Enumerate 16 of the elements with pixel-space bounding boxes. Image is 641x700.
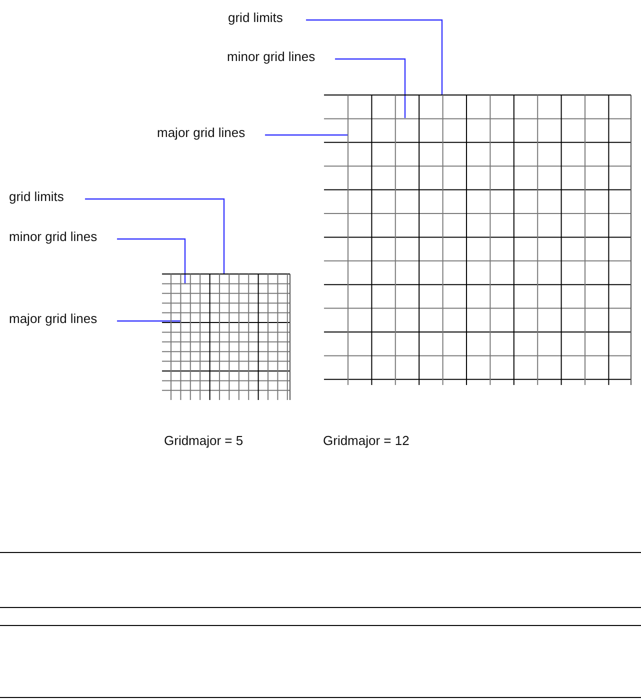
leader-line	[117, 238, 186, 284]
grid-drawing	[162, 274, 290, 400]
leader-label: minor grid lines	[227, 49, 316, 65]
grid-caption: Gridmajor = 12	[323, 433, 410, 449]
leader-line	[306, 19, 443, 95]
leader-label: grid limits	[228, 10, 283, 26]
leader-label: major grid lines	[157, 125, 246, 141]
leader-line	[85, 198, 225, 274]
grid-caption: Gridmajor = 5	[164, 433, 244, 449]
leader-line	[335, 58, 406, 118]
leader-line	[117, 320, 181, 322]
leader-label: major grid lines	[9, 311, 98, 327]
grid-drawing	[324, 95, 631, 385]
leader-label: minor grid lines	[9, 229, 98, 245]
leader-label: grid limits	[9, 189, 64, 205]
leader-line	[265, 134, 348, 136]
